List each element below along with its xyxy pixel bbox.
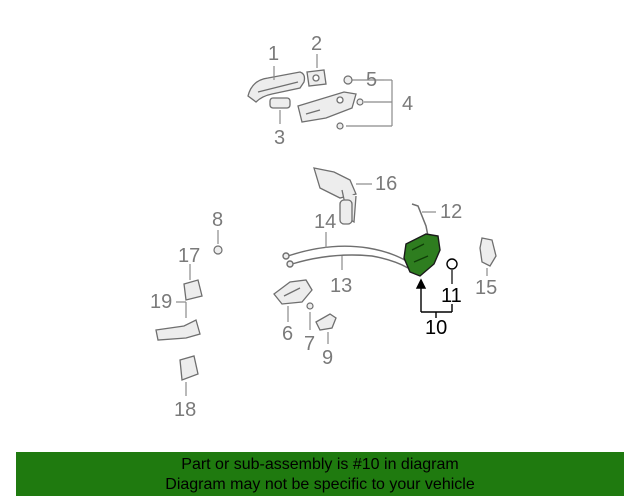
callout-19: 19 [150,291,172,313]
callout-13: 13 [330,275,352,297]
part-10-door-lock-assembly [403,233,441,277]
part-16-lock-cylinder [313,167,357,225]
callout-14: 14 [314,211,336,233]
leader-4-5-bracket [346,79,393,127]
part-1-outside-handle [247,71,306,103]
part-8-clip [213,245,223,255]
callout-7: 7 [304,333,315,355]
callout-12: 12 [440,201,462,223]
callout-16: 16 [375,173,397,195]
callout-11: 11 [441,285,462,307]
callout-9: 9 [322,347,333,369]
callout-8: 8 [212,209,223,231]
part-2-cylinder-cover [306,69,327,87]
callout-1: 1 [268,43,279,65]
notice-line-2: Diagram may not be specific to your vehi… [165,476,475,493]
callout-18: 18 [174,399,196,421]
callout-4: 4 [402,93,413,115]
part-18-hinge-lower [179,355,199,381]
part-4-handle-frame [297,91,357,123]
part-12-rod [411,203,429,237]
part-5-screw [336,75,364,130]
part-19-check-arm [155,319,201,341]
parts-diagram: 1 2 3 4 5 6 7 8 9 10 11 12 13 14 15 16 1… [150,33,497,421]
part-6-inside-handle [273,279,313,305]
part-7-screw [306,302,314,310]
callout-2: 2 [311,33,322,55]
notice-line-1: Part or sub-assembly is #10 in diagram [181,456,459,473]
part-17-hinge-upper [183,279,203,301]
part-15-bracket [479,237,497,267]
part-3-pad [269,97,291,109]
callout-10: 10 [425,317,447,339]
part-13-14-cables [282,245,409,269]
notice-banner: Part or sub-assembly is #10 in diagram D… [16,452,624,496]
part-11-grommet [446,258,458,270]
callout-3: 3 [274,127,285,149]
callout-15: 15 [475,277,497,299]
callout-6: 6 [282,323,293,345]
part-9-bezel [315,313,337,331]
callout-17: 17 [178,245,200,267]
leader-10-bracket [415,278,453,318]
callout-5: 5 [366,69,377,91]
